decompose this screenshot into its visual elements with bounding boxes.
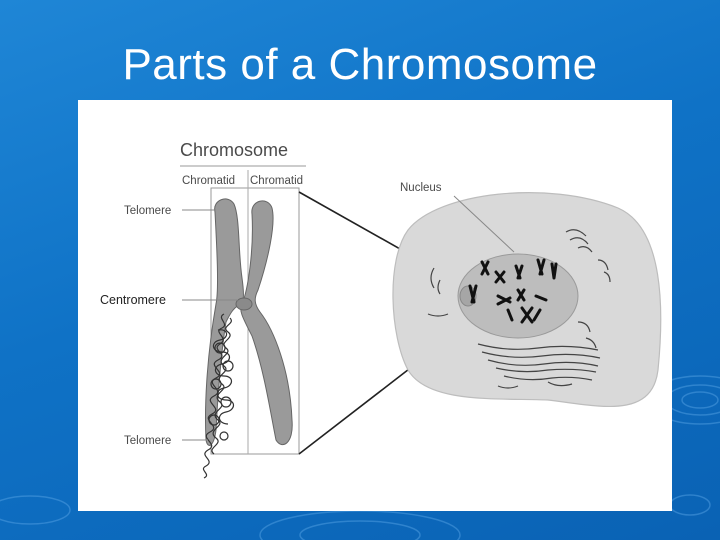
chromatid-left-label: Chromatid <box>182 175 235 187</box>
centromere-label: Centromere <box>100 293 166 307</box>
chromosome-frame <box>210 187 300 455</box>
nucleus-leader <box>453 195 515 253</box>
chromatid-right-label: Chromatid <box>250 175 303 187</box>
nucleus-label: Nucleus <box>400 182 442 194</box>
dna-coil <box>202 313 235 479</box>
nuclear-chromosomes <box>468 258 558 324</box>
centromere-constriction <box>235 297 253 311</box>
slide-title: Parts of a Chromosome <box>122 40 598 89</box>
telomere-top-label: Telomere <box>124 205 171 217</box>
chromosome-diagram: Chromosome Chromatid Chromatid Telomere … <box>78 100 672 511</box>
cell-organelles <box>427 229 611 389</box>
telomere-bottom-label: Telomere <box>124 435 171 447</box>
diagram-heading: Chromosome <box>180 140 288 160</box>
chromatid-left-arm <box>204 198 244 446</box>
diagram-svg: Chromosome Chromatid Chromatid Telomere … <box>100 140 662 479</box>
